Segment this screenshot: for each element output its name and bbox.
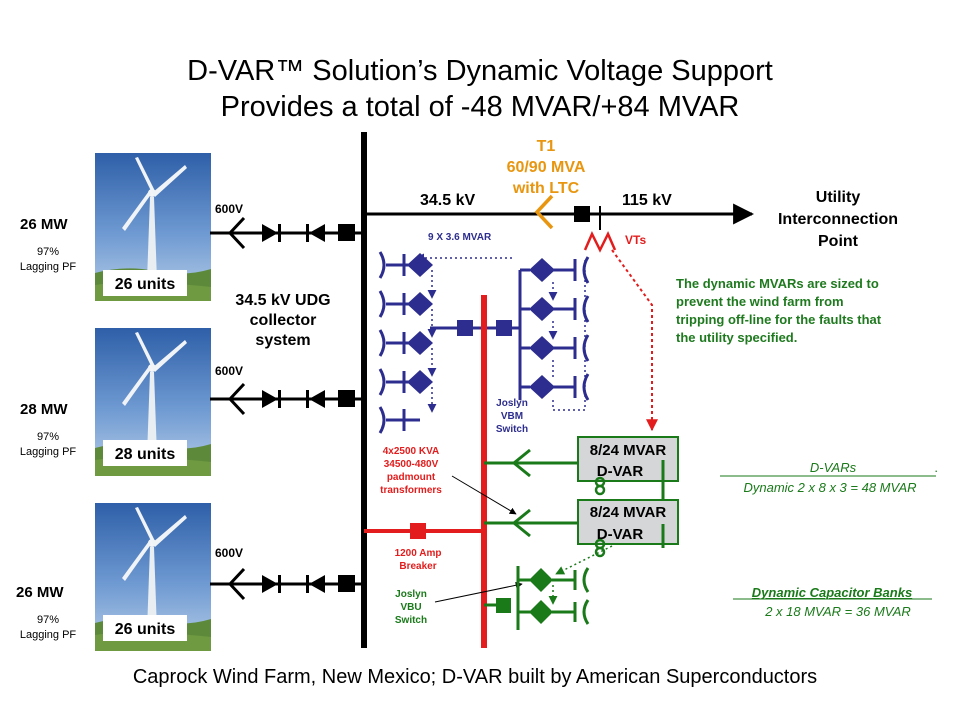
- right-cap-bank-links: [548, 258, 586, 411]
- hv-breaker: [574, 206, 590, 222]
- farm-pf-pct-3: 97%: [37, 614, 59, 626]
- padmount-label-1: 4x2500 KVA: [383, 446, 440, 457]
- collector-label-3: system: [255, 332, 310, 349]
- title-line-2: Provides a total of -48 MVAR/+84 MVAR: [221, 91, 740, 123]
- collector-label-2: collector: [250, 312, 317, 329]
- note-line-4: the utility specified.: [676, 330, 797, 345]
- vbm-label-1: Joslyn: [496, 398, 528, 409]
- padmount-label-2: 34500-480V: [384, 459, 439, 470]
- turbine-photo-2: 28 units: [95, 328, 211, 476]
- capbank-summary-detail: 2 x 18 MVAR = 36 MVAR: [764, 604, 911, 619]
- feeder-lines: [210, 231, 364, 586]
- transformer-label-3: with LTC: [512, 180, 580, 197]
- dvar-unit-2: 8/24 MVAR D-VAR: [577, 499, 679, 558]
- feeder-diode-symbols: [262, 224, 325, 593]
- vbu-switch: [496, 598, 511, 613]
- utility-label-1: Utility: [816, 189, 861, 206]
- transformer-label-2: 60/90 MVA: [507, 159, 586, 176]
- farm-mw-2: 28 MW: [20, 401, 68, 418]
- dynamic-cap-bank-diamonds: [529, 568, 553, 624]
- farm-voltage-3: 600V: [215, 546, 243, 560]
- dvars-summary-detail: Dynamic 2 x 8 x 3 = 48 MVAR: [743, 480, 916, 495]
- note-line-3: tripping off-line for the faults that: [676, 312, 882, 327]
- vbm-label-2: VBM: [501, 411, 523, 422]
- dvar-rating-2: 8/24 MVAR: [590, 504, 667, 521]
- transformer-label-1: T1: [537, 138, 556, 155]
- farm-pf-text-3: Lagging PF: [20, 629, 77, 641]
- mv-voltage-label: 34.5 kV: [420, 192, 475, 209]
- dvar-unit-1: 8/24 MVAR D-VAR: [577, 436, 679, 500]
- farm-units-3: 26 units: [115, 621, 176, 638]
- dvar-feeders: [484, 448, 578, 538]
- left-cap-bank: [378, 251, 420, 434]
- vbu-label-2: VBU: [400, 602, 421, 613]
- main-transformer-symbol: [534, 194, 554, 230]
- cap-bank-label: 9 X 3.6 MVAR: [428, 232, 492, 243]
- farm-voltage-2: 600V: [215, 364, 243, 378]
- padmount-pointer: [451, 475, 517, 515]
- title-line-1: D-VAR™ Solution’s Dynamic Voltage Suppor…: [187, 55, 773, 87]
- right-cap-bank-diamonds: [529, 258, 555, 399]
- vt-signal-line: [611, 249, 658, 432]
- farm-units-2: 28 units: [115, 446, 176, 463]
- farm-units-1: 26 units: [115, 276, 176, 293]
- breaker-label-1: 1200 Amp: [395, 548, 442, 559]
- vts-label: VTs: [625, 233, 646, 247]
- turbine-photo-1: 26 units: [95, 153, 211, 301]
- breaker-1200a: [410, 523, 426, 539]
- farm-pf-pct-2: 97%: [37, 431, 59, 443]
- dvars-summary-dot: .: [934, 460, 938, 475]
- farm-voltage-1: 600V: [215, 202, 243, 216]
- dvars-summary-heading: D-VARs: [810, 460, 857, 475]
- dvar-rating-1: 8/24 MVAR: [590, 442, 667, 459]
- vbu-label-3: Switch: [395, 615, 427, 626]
- turbine-photo-3: 26 units: [95, 503, 211, 651]
- farm-pf-text-1: Lagging PF: [20, 261, 77, 273]
- dvar-name-2: D-VAR: [597, 526, 644, 543]
- farm-mw-1: 26 MW: [20, 216, 68, 233]
- vbu-pointer: [434, 581, 523, 603]
- utility-label-2: Interconnection: [778, 211, 898, 228]
- feeder-breakers: [338, 224, 355, 592]
- dvar-name-1: D-VAR: [597, 463, 644, 480]
- note-line-2: prevent the wind farm from: [676, 294, 844, 309]
- cap-bank-connectors: [430, 320, 520, 336]
- dynamic-cap-bank: [516, 566, 590, 630]
- feeder-transformer-symbols: [227, 216, 246, 601]
- capbank-summary-heading: Dynamic Capacitor Banks: [752, 585, 912, 600]
- vts-symbol: [583, 231, 617, 253]
- note-line-1: The dynamic MVARs are sized to: [676, 276, 879, 291]
- padmount-label-4: transformers: [380, 485, 442, 496]
- farm-mw-3: 26 MW: [16, 584, 64, 601]
- left-cap-bank-diamonds: [407, 253, 433, 394]
- collector-label-1: 34.5 kV UDG: [235, 292, 330, 309]
- breaker-label-2: Breaker: [399, 561, 436, 572]
- dvar-control-link: [555, 545, 613, 575]
- vbm-label-3: Switch: [496, 424, 528, 435]
- farm-pf-text-2: Lagging PF: [20, 446, 77, 458]
- caption: Caprock Wind Farm, New Mexico; D-VAR bui…: [133, 666, 817, 688]
- farm-pf-pct-1: 97%: [37, 246, 59, 258]
- right-cap-bank: [518, 256, 590, 401]
- hv-voltage-label: 115 kV: [622, 192, 672, 209]
- utility-label-3: Point: [818, 233, 859, 250]
- vbu-label-1: Joslyn: [395, 589, 427, 600]
- padmount-label-3: padmount: [387, 472, 436, 483]
